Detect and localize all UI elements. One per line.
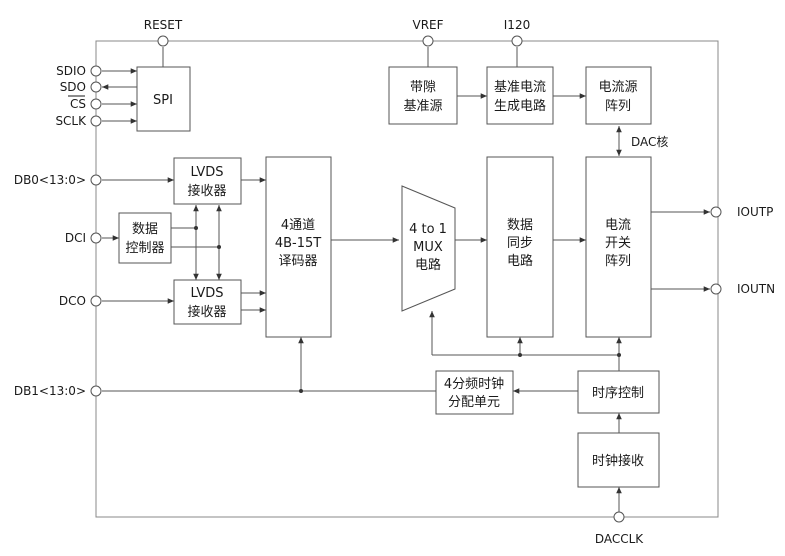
pin-db0 [90,174,102,186]
svg-text:电路: 电路 [507,253,533,269]
svg-text:阵列: 阵列 [605,254,631,269]
pin-sclk [90,115,102,127]
block-bandgap-reference: 带隙 基准源 [388,66,458,125]
label-ioutp: IOUTP [737,205,773,219]
label-dacclk: DACCLK [595,532,644,546]
label-reset: RESET [144,18,183,32]
svg-text:4B-15T: 4B-15T [275,236,321,251]
svg-text:时序控制: 时序控制 [592,386,644,401]
svg-text:生成电路: 生成电路 [494,98,546,114]
svg-text:4分频时钟: 4分频时钟 [444,376,504,392]
svg-text:基准源: 基准源 [403,99,442,114]
label-db1: DB1<13:0> [14,384,86,398]
label-sdio: SDIO [56,64,86,78]
label-ioutn: IOUTN [737,282,775,296]
block-current-switch-array: 电流 开关 阵列 [585,156,652,338]
pin-dci [90,232,102,244]
block-lvds-receiver-bottom: LVDS 接收器 [173,279,242,325]
block-mux: 4 to 1 MUX 电路 [401,185,456,312]
label-sdo: SDO [60,80,86,94]
pin-db1 [90,385,102,397]
svg-text:4通道: 4通道 [281,218,315,233]
label-sclk: SCLK [55,114,87,128]
svg-text:电流: 电流 [605,218,631,233]
pin-dco [90,295,102,307]
svg-text:SPI: SPI [153,93,173,108]
svg-text:阵列: 阵列 [605,99,631,114]
svg-text:LVDS: LVDS [191,165,224,180]
svg-text:译码器: 译码器 [278,254,317,269]
svg-text:时钟接收: 时钟接收 [592,453,644,469]
svg-text:带隙: 带隙 [410,80,436,95]
svg-text:MUX: MUX [413,240,443,255]
block-lvds-receiver-top: LVDS 接收器 [173,157,242,205]
pin-sdio [90,65,102,77]
chip-boundary [95,40,719,518]
pin-vref [422,35,434,47]
pin-ioutn [710,283,722,295]
svg-text:数据: 数据 [507,218,533,233]
block-current-source-array: 电流源 阵列 [585,66,652,125]
label-dco: DCO [59,294,86,308]
junction-dots [194,226,621,393]
pin-cs [90,98,102,110]
svg-text:电路: 电路 [415,257,441,273]
svg-text:同步: 同步 [507,236,533,251]
pin-i120 [511,35,523,47]
svg-text:接收器: 接收器 [187,183,226,199]
label-db0: DB0<13:0> [14,173,86,187]
block-decoder: 4通道 4B-15T 译码器 [265,156,332,338]
signal-wires [102,47,710,512]
svg-text:开关: 开关 [605,236,631,251]
svg-text:分配单元: 分配单元 [448,395,500,410]
svg-text:接收器: 接收器 [187,304,226,320]
svg-text:电流源: 电流源 [598,80,637,95]
block-clock-divider: 4分频时钟 分配单元 [435,370,514,415]
block-data-sync: 数据 同步 电路 [486,156,554,338]
label-i120: I120 [504,18,530,32]
pin-reset [157,35,169,47]
block-data-controller: 数据 控制器 [118,212,172,264]
label-cs: CS [70,97,86,111]
svg-text:基准电流: 基准电流 [494,80,546,95]
pin-ioutp [710,206,722,218]
pin-dacclk [613,511,625,523]
label-dac-core: DAC核 [631,135,668,149]
svg-text:数据: 数据 [132,222,158,237]
block-clock-receiver: 时钟接收 [577,432,660,488]
svg-text:4 to 1: 4 to 1 [409,222,447,237]
label-vref: VREF [412,18,443,32]
svg-text:控制器: 控制器 [125,241,164,256]
label-dci: DCI [65,231,86,245]
block-reference-current-generator: 基准电流 生成电路 [486,66,554,125]
pin-sdo [90,81,102,93]
block-spi: SPI [136,66,191,132]
block-timing-control: 时序控制 [577,370,660,414]
svg-text:LVDS: LVDS [191,286,224,301]
